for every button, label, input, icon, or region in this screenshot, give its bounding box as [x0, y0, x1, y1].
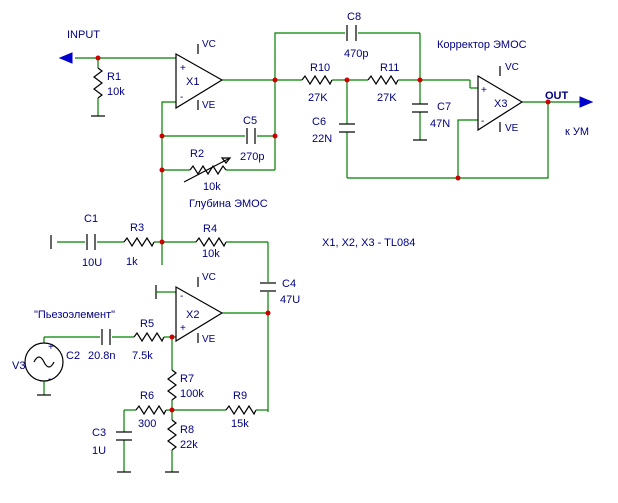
- c2-name: C2: [66, 350, 80, 362]
- resistor-r1: [93, 67, 103, 99]
- x1-minus: -: [180, 92, 183, 103]
- output-arrow-icon: [579, 96, 594, 108]
- r6-name: R6: [140, 390, 154, 402]
- emos-depth-label: Глубина ЭМОС: [189, 198, 268, 210]
- c5-name: C5: [243, 115, 257, 127]
- c5-value: 270p: [240, 151, 264, 163]
- v3-minus: -: [48, 374, 51, 385]
- v3-name: V3: [12, 360, 25, 372]
- x2-minus: -: [180, 291, 183, 302]
- c4-name: C4: [282, 278, 296, 290]
- capacitor-c6: [339, 123, 355, 133]
- ground-icon: [37, 115, 427, 473]
- x1-ve: VE: [202, 100, 216, 111]
- r8-value: 22k: [180, 439, 198, 451]
- r6-value: 300: [138, 418, 156, 430]
- opamps-label: X1, X2, X3 - TL084: [322, 237, 415, 249]
- r5-name: R5: [140, 318, 154, 330]
- x3-ve: VE: [505, 123, 519, 134]
- capacitor-c7: [412, 103, 428, 113]
- resistor-r4: [195, 236, 227, 248]
- resistor-r9: [225, 404, 257, 416]
- resistor-r7: [167, 369, 177, 401]
- r10-name: R10: [310, 62, 330, 74]
- opamp-x2: [175, 277, 224, 343]
- r5-value: 7.5k: [132, 350, 153, 362]
- resistor-r3: [123, 236, 155, 248]
- capacitor-c2: [101, 329, 111, 345]
- r8-name: R8: [180, 424, 194, 436]
- r3-value: 1k: [126, 256, 138, 268]
- r7-value: 100k: [180, 388, 204, 400]
- r4-value: 10k: [202, 248, 220, 260]
- resistor-r11: [367, 74, 399, 86]
- r11-value: 27K: [377, 92, 397, 104]
- x3-plus: +: [481, 85, 487, 96]
- r7-name: R7: [180, 373, 194, 385]
- r3-name: R3: [130, 222, 144, 234]
- resistor-r5: [133, 331, 165, 343]
- resistor-r8: [167, 419, 177, 451]
- input-label: INPUT: [67, 29, 100, 41]
- opamp-x3: [477, 66, 524, 132]
- r11-name: R11: [380, 62, 399, 74]
- x2-name: X2: [186, 309, 199, 321]
- capacitor-c8: [346, 25, 357, 41]
- r9-name: R9: [233, 390, 247, 402]
- c1-value: 10U: [82, 257, 102, 269]
- c1-name: C1: [84, 213, 98, 225]
- c2-value: 20.8n: [88, 350, 116, 362]
- x3-minus: -: [481, 116, 484, 127]
- x1-vc: VC: [202, 39, 216, 50]
- r9-value: 15k: [231, 418, 249, 430]
- c6-name: C6: [312, 116, 326, 128]
- r2-value: 10k: [203, 181, 221, 193]
- r10-value: 27K: [308, 92, 328, 104]
- r4-name: R4: [203, 223, 217, 235]
- c3-value: 1U: [92, 445, 106, 457]
- x2-vc: VC: [202, 272, 216, 283]
- resistor-r6: [135, 404, 167, 416]
- c7-value: 47N: [430, 118, 450, 130]
- x2-plus: +: [180, 323, 186, 334]
- c8-value: 470p: [344, 48, 368, 60]
- capacitor-c5: [246, 128, 256, 144]
- c3-name: C3: [92, 427, 106, 439]
- c6-value: 22N: [312, 133, 332, 145]
- resistor-r10: [301, 74, 333, 86]
- capacitor-c1: [86, 234, 96, 250]
- voltage-source-v3: [24, 342, 64, 382]
- x3-name: X3: [494, 98, 507, 110]
- to-amp-label: к УМ: [565, 126, 589, 138]
- c4-value: 47U: [280, 294, 300, 306]
- piezo-label: "Пьезоэлемент": [34, 309, 115, 321]
- r1-name: R1: [107, 71, 121, 83]
- c8-name: C8: [347, 11, 361, 23]
- emos-corrector-label: Корректор ЭМОС: [437, 39, 527, 51]
- v3-plus: +: [48, 342, 54, 353]
- input-arrow-icon: [58, 52, 73, 64]
- x1-plus: +: [180, 63, 186, 74]
- r2-name: R2: [190, 148, 204, 160]
- x1-name: X1: [186, 76, 199, 88]
- wires: [43, 32, 580, 472]
- x2-ve: VE: [202, 334, 216, 345]
- capacitor-c3: [116, 431, 132, 441]
- resistor-r2: [183, 157, 232, 183]
- out-label: OUT: [545, 90, 569, 102]
- opamp-x1: [175, 44, 224, 110]
- r1-value: 10k: [107, 86, 125, 98]
- x3-vc: VC: [505, 62, 519, 73]
- capacitor-c4: [260, 282, 276, 292]
- junctions: [95, 55, 551, 413]
- c7-name: C7: [437, 101, 451, 113]
